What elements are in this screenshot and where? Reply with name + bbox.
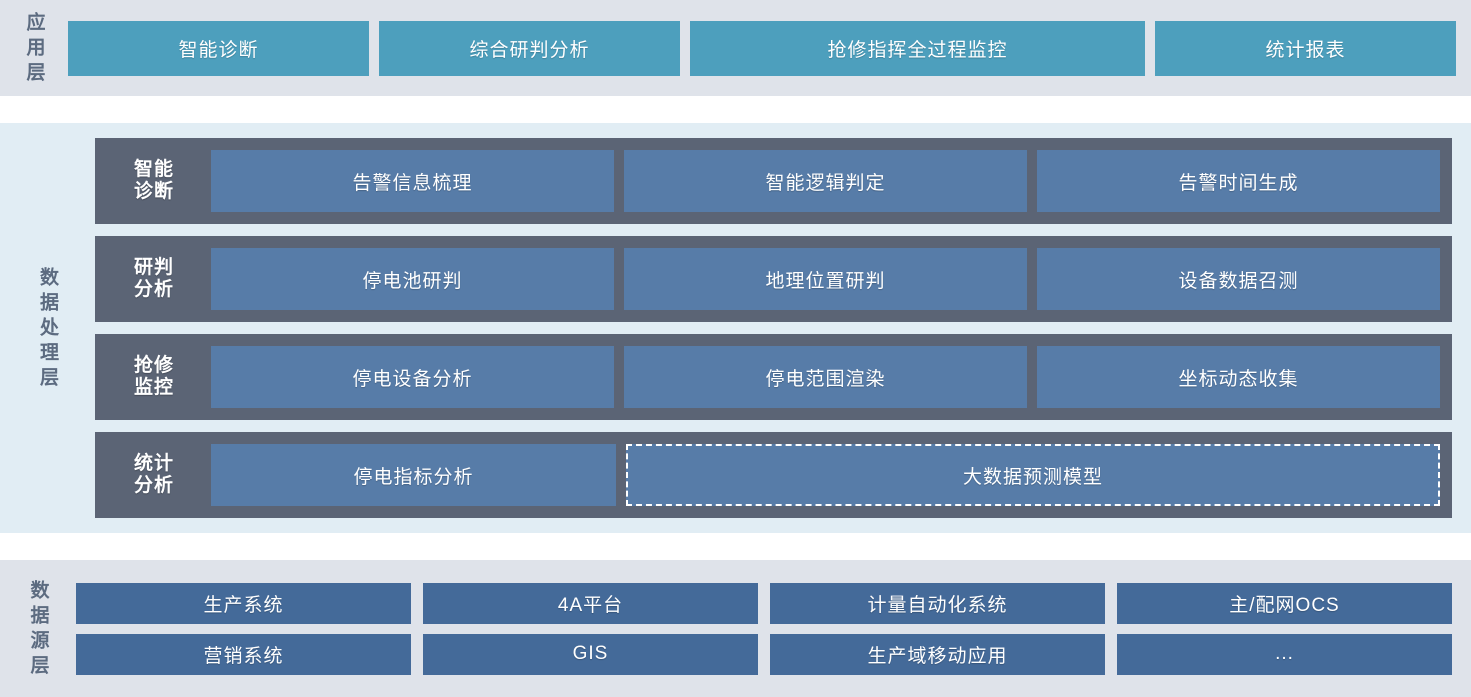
proc-cell-outage-range-rendering[interactable]: 停电范围渲染 — [624, 346, 1027, 408]
proc-row-judgment-analysis: 研判 分析 停电池研判 地理位置研判 设备数据召测 — [95, 236, 1452, 322]
app-box-statistical-report[interactable]: 统计报表 — [1155, 20, 1456, 76]
data-source-layer-label: 数据源层 — [0, 560, 76, 697]
application-layer-label: 应用层 — [0, 0, 68, 96]
data-source-layer-band: 数据源层 生产系统 4A平台 计量自动化系统 主/配网OCS 营销系统 GIS … — [0, 560, 1471, 697]
proc-cell-outage-pool-judgment[interactable]: 停电池研判 — [211, 248, 614, 310]
data-processing-layer-label-text: 数据处理层 — [37, 267, 58, 392]
gap-app-to-processing — [0, 96, 1471, 123]
proc-row-repair-monitoring: 抢修 监控 停电设备分析 停电范围渲染 坐标动态收集 — [95, 334, 1452, 420]
proc-row-title-judgment-analysis: 研判 分析 — [107, 257, 201, 302]
data-source-row-2: 营销系统 GIS 生产域移动应用 ... — [76, 633, 1452, 675]
src-box-production-mobile-app[interactable]: 生产域移动应用 — [770, 633, 1105, 675]
proc-cells-statistical-analysis: 停电指标分析 大数据预测模型 — [211, 444, 1440, 506]
proc-row-title-line2: 分析 — [133, 475, 174, 496]
src-box-metering-automation-system[interactable]: 计量自动化系统 — [770, 582, 1105, 624]
proc-cell-alarm-time-generation[interactable]: 告警时间生成 — [1037, 150, 1440, 212]
data-processing-layer-band: 数据处理层 智能 诊断 告警信息梳理 智能逻辑判定 告警时间生成 研判 分析 — [0, 123, 1471, 533]
src-box-marketing-system[interactable]: 营销系统 — [76, 633, 411, 675]
src-box-more[interactable]: ... — [1117, 633, 1452, 675]
src-box-gis[interactable]: GIS — [423, 633, 758, 675]
data-source-layer-label-text: 数据源层 — [27, 580, 49, 680]
proc-row-title-repair-monitoring: 抢修 监控 — [107, 355, 201, 400]
proc-cell-alarm-info-sorting[interactable]: 告警信息梳理 — [211, 150, 614, 212]
application-layer-boxes: 智能诊断 综合研判分析 抢修指挥全过程监控 统计报表 — [68, 0, 1471, 96]
application-layer-band: 应用层 智能诊断 综合研判分析 抢修指挥全过程监控 统计报表 — [0, 0, 1471, 96]
data-processing-layer-label: 数据处理层 — [0, 123, 95, 533]
src-box-main-distribution-ocs[interactable]: 主/配网OCS — [1117, 582, 1452, 624]
proc-cells-intelligent-diagnosis: 告警信息梳理 智能逻辑判定 告警时间生成 — [211, 150, 1440, 212]
proc-row-statistical-analysis: 统计 分析 停电指标分析 大数据预测模型 — [95, 432, 1452, 518]
proc-row-title-statistical-analysis: 统计 分析 — [107, 453, 201, 498]
data-processing-rows: 智能 诊断 告警信息梳理 智能逻辑判定 告警时间生成 研判 分析 停电池研判 地… — [95, 123, 1471, 533]
gap-processing-to-source — [0, 533, 1471, 560]
proc-cell-big-data-prediction-model[interactable]: 大数据预测模型 — [626, 444, 1440, 506]
proc-row-title-line1: 研判 — [133, 256, 174, 278]
app-box-comprehensive-analysis[interactable]: 综合研判分析 — [379, 20, 680, 76]
app-box-intelligent-diagnosis[interactable]: 智能诊断 — [68, 20, 369, 76]
proc-row-title-line1: 智能 — [133, 158, 174, 180]
proc-cell-geographic-location-judgment[interactable]: 地理位置研判 — [624, 248, 1027, 310]
proc-cell-outage-index-analysis[interactable]: 停电指标分析 — [211, 444, 616, 506]
proc-row-title-line2: 监控 — [133, 377, 174, 398]
proc-cells-judgment-analysis: 停电池研判 地理位置研判 设备数据召测 — [211, 248, 1440, 310]
src-box-production-system[interactable]: 生产系统 — [76, 582, 411, 624]
proc-cell-coordinate-dynamic-collection[interactable]: 坐标动态收集 — [1037, 346, 1440, 408]
proc-row-title-line2: 分析 — [133, 279, 174, 300]
proc-cell-outage-device-analysis[interactable]: 停电设备分析 — [211, 346, 614, 408]
app-box-repair-command-monitoring[interactable]: 抢修指挥全过程监控 — [690, 20, 1145, 76]
proc-row-title-intelligent-diagnosis: 智能 诊断 — [107, 159, 201, 204]
proc-cell-device-data-retrieval[interactable]: 设备数据召测 — [1037, 248, 1440, 310]
application-layer-label-text: 应用层 — [23, 12, 45, 87]
proc-row-title-line1: 抢修 — [133, 354, 174, 376]
data-source-grid: 生产系统 4A平台 计量自动化系统 主/配网OCS 营销系统 GIS 生产域移动… — [76, 560, 1471, 697]
src-box-4a-platform[interactable]: 4A平台 — [423, 582, 758, 624]
proc-row-intelligent-diagnosis: 智能 诊断 告警信息梳理 智能逻辑判定 告警时间生成 — [95, 138, 1452, 224]
data-source-row-1: 生产系统 4A平台 计量自动化系统 主/配网OCS — [76, 582, 1452, 624]
proc-row-title-line1: 统计 — [133, 452, 174, 474]
proc-cells-repair-monitoring: 停电设备分析 停电范围渲染 坐标动态收集 — [211, 346, 1440, 408]
proc-cell-intelligent-logic-judgment[interactable]: 智能逻辑判定 — [624, 150, 1027, 212]
proc-row-title-line2: 诊断 — [133, 181, 174, 202]
